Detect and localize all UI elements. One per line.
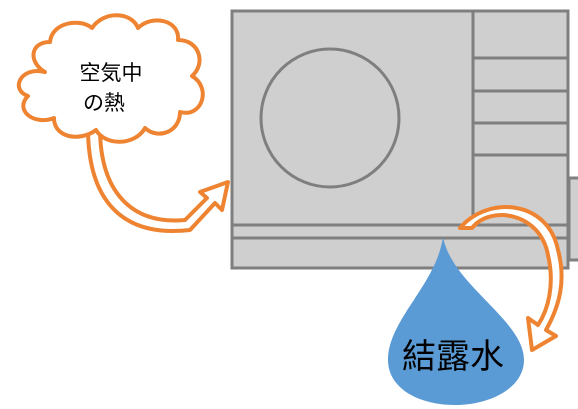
cloud-label-line1: 空気中 — [80, 61, 143, 85]
heat-cloud: 空気中 の熱 — [16, 13, 205, 144]
service-panel — [473, 56, 568, 157]
droplet-label: 結露水 — [402, 337, 504, 377]
condensation-flow-arrow — [458, 205, 564, 352]
condensation-arrow-shape — [458, 205, 564, 352]
cloud-label-line2: の熱 — [83, 91, 125, 115]
outdoor-unit — [230, 9, 578, 270]
fan-grille — [259, 47, 401, 189]
heat-flow-arrow — [86, 126, 230, 233]
cloud-shape — [16, 13, 205, 144]
refrigerant-pipe — [567, 176, 578, 262]
water-droplet — [388, 237, 524, 405]
heat-arrow-shape — [86, 126, 230, 233]
